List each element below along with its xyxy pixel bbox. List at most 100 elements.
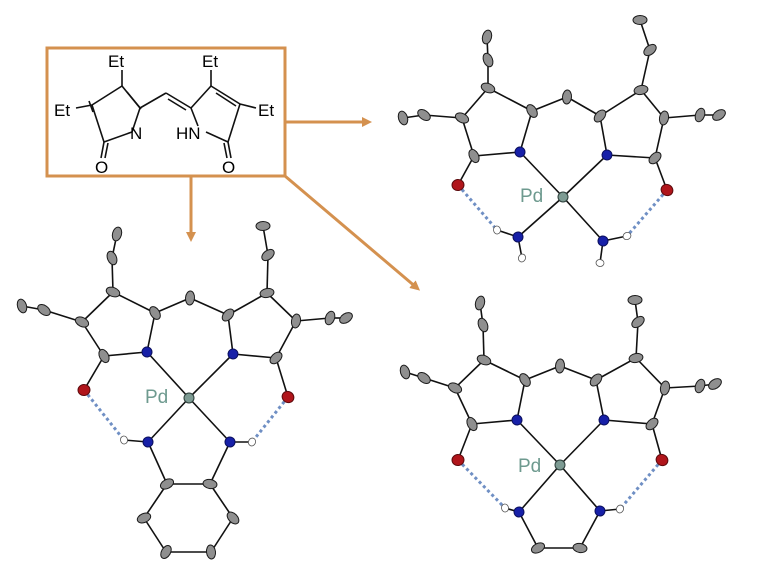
carbon-atom: [290, 313, 302, 329]
bond: [640, 89, 665, 119]
carbon-atom: [105, 286, 121, 298]
carbon-atom: [476, 354, 492, 366]
carbon-atom: [417, 109, 431, 121]
carbon-atom: [519, 373, 531, 387]
bond: [595, 357, 637, 381]
palladium-atom: [557, 191, 569, 203]
bond: [516, 419, 561, 466]
bond: [275, 357, 289, 398]
hydrogen-bond: [456, 184, 499, 231]
oxygen-atom: [660, 183, 674, 197]
carbon-atom: [648, 151, 662, 165]
bond: [640, 49, 651, 91]
bond: [663, 114, 701, 119]
bond: [487, 87, 533, 112]
bond: [516, 379, 526, 421]
arrow-to-complex-bottom-right: [284, 174, 421, 291]
oxygen-atom: [451, 178, 465, 192]
bond: [566, 96, 601, 117]
bond: [143, 517, 167, 553]
carbon-atom: [98, 348, 110, 364]
bond: [606, 154, 656, 159]
hydrogen-atom: [622, 231, 632, 241]
carbon-atom: [159, 478, 175, 490]
carbon-atom: [255, 220, 271, 232]
carbon-atom: [658, 110, 670, 126]
nitrogen-atom: [142, 436, 154, 448]
bond: [519, 151, 564, 198]
carbon-atom: [149, 306, 161, 320]
nitrogen-atom: [227, 348, 239, 360]
bond: [483, 359, 526, 381]
bond: [227, 314, 234, 355]
carbon-atom: [202, 478, 218, 490]
pd-label: Pd: [518, 456, 541, 477]
label-et-top-right: Et: [202, 52, 218, 71]
carbon-atom: [474, 295, 486, 311]
bond: [599, 115, 608, 156]
carbon-atom: [399, 364, 411, 380]
palladium-atom: [183, 392, 195, 404]
carbon-atom: [160, 545, 172, 559]
bond: [559, 464, 601, 512]
carbon-atom: [339, 312, 353, 324]
oxygen-atom: [451, 453, 465, 467]
nitrogen-atom: [601, 149, 613, 161]
bond: [562, 196, 604, 242]
label-o-right: O: [222, 158, 235, 177]
oxygen-atom: [77, 383, 91, 397]
ligand-structure: Et Et Et Et N HN O O: [54, 52, 274, 177]
hydrogen-atom: [595, 259, 605, 267]
bond: [524, 365, 561, 381]
bond: [519, 110, 533, 153]
bond: [266, 254, 269, 294]
carbon-atom: [694, 378, 706, 394]
bond: [295, 317, 331, 322]
label-nh-amine: HN: [176, 124, 201, 143]
carbon-atom: [261, 248, 275, 262]
bond: [471, 419, 518, 425]
carbon-atom: [397, 110, 409, 126]
bond: [518, 464, 561, 513]
bond: [146, 312, 156, 353]
reaction-arrows: [186, 117, 421, 291]
label-o-left: O: [95, 158, 108, 177]
bond: [639, 19, 651, 51]
hydrogen-bond: [456, 458, 507, 510]
bond: [664, 385, 701, 389]
bond: [517, 196, 564, 238]
hydrogen-bond: [82, 389, 126, 441]
nitrogen-atom: [597, 235, 609, 247]
carbon-atom: [481, 29, 493, 45]
carbon-atom: [221, 308, 235, 322]
carbon-atom: [74, 316, 90, 328]
carbon-atom: [526, 104, 538, 118]
pd-label: Pd: [145, 387, 168, 408]
bond: [454, 359, 485, 389]
carbon-atom: [712, 109, 726, 121]
bond: [209, 441, 231, 485]
carbon-atom: [447, 382, 463, 394]
bond: [603, 419, 653, 425]
hydrogen-atom: [501, 503, 509, 513]
ligand-frame: [45, 46, 287, 178]
bond: [635, 357, 666, 389]
hydrogen-atom: [120, 435, 128, 445]
carbon-atom: [530, 542, 546, 554]
bond: [227, 292, 268, 316]
hydrogen-atom: [518, 253, 526, 263]
carbon-atom: [226, 511, 240, 525]
bond: [147, 397, 190, 443]
hydrogen-atom: [616, 504, 624, 514]
bond: [143, 483, 168, 519]
carbon-atom: [708, 378, 722, 390]
carbon-atom: [37, 304, 51, 316]
bond: [81, 291, 114, 323]
complex-top-right: Pd: [397, 14, 726, 267]
carbon-atom: [572, 542, 588, 554]
carbon-atom: [659, 380, 671, 396]
carbon-atom: [593, 109, 607, 123]
bond: [518, 511, 539, 549]
carbon-atom: [269, 351, 283, 365]
